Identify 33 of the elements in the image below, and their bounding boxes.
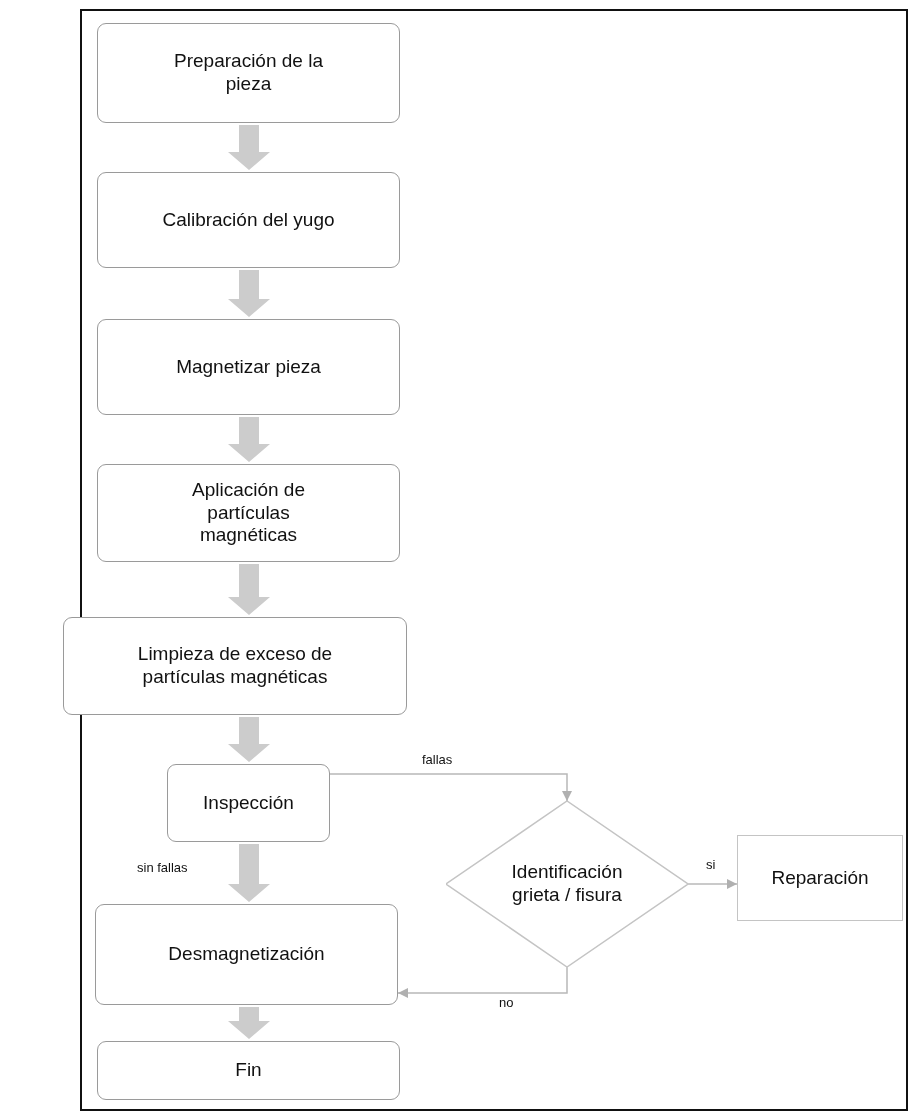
process-box xyxy=(63,617,407,715)
node-text: Desmagnetización xyxy=(168,943,325,966)
block-arrow xyxy=(228,717,270,762)
arrow xyxy=(397,966,568,998)
node-text: Identificación grieta / fisura xyxy=(510,861,624,907)
edge-label: si xyxy=(704,857,718,872)
process-box xyxy=(97,1041,400,1100)
process-box xyxy=(95,904,398,1005)
block-arrow xyxy=(228,564,270,615)
node-text: Limpieza de exceso de partículas magnéticas xyxy=(136,643,334,689)
edge-label: fallas xyxy=(420,752,455,767)
block-arrow xyxy=(228,417,270,462)
block-arrow xyxy=(228,1007,270,1039)
node-text: Magnetizar pieza xyxy=(176,355,321,379)
process-box xyxy=(737,835,903,921)
edge-label: sin fallas xyxy=(135,860,190,875)
decision-diamond xyxy=(446,801,688,967)
process-box xyxy=(167,764,330,842)
process-box xyxy=(97,319,400,415)
arrow xyxy=(329,773,572,802)
block-arrow xyxy=(228,125,270,170)
block-arrow xyxy=(228,270,270,317)
node-text: Inspección xyxy=(203,791,294,815)
node-text: Preparación de la pieza xyxy=(173,50,324,96)
node-text: Calibración del yugo xyxy=(162,208,335,232)
process-box xyxy=(97,172,400,268)
block-arrow xyxy=(228,844,270,902)
arrow xyxy=(687,879,738,889)
node-text: Reparación xyxy=(771,866,869,890)
process-box xyxy=(97,464,400,562)
process-box xyxy=(97,23,400,123)
node-text: Aplicación de partículas magnéticas xyxy=(191,478,306,548)
node-text: Fin xyxy=(235,1059,262,1082)
